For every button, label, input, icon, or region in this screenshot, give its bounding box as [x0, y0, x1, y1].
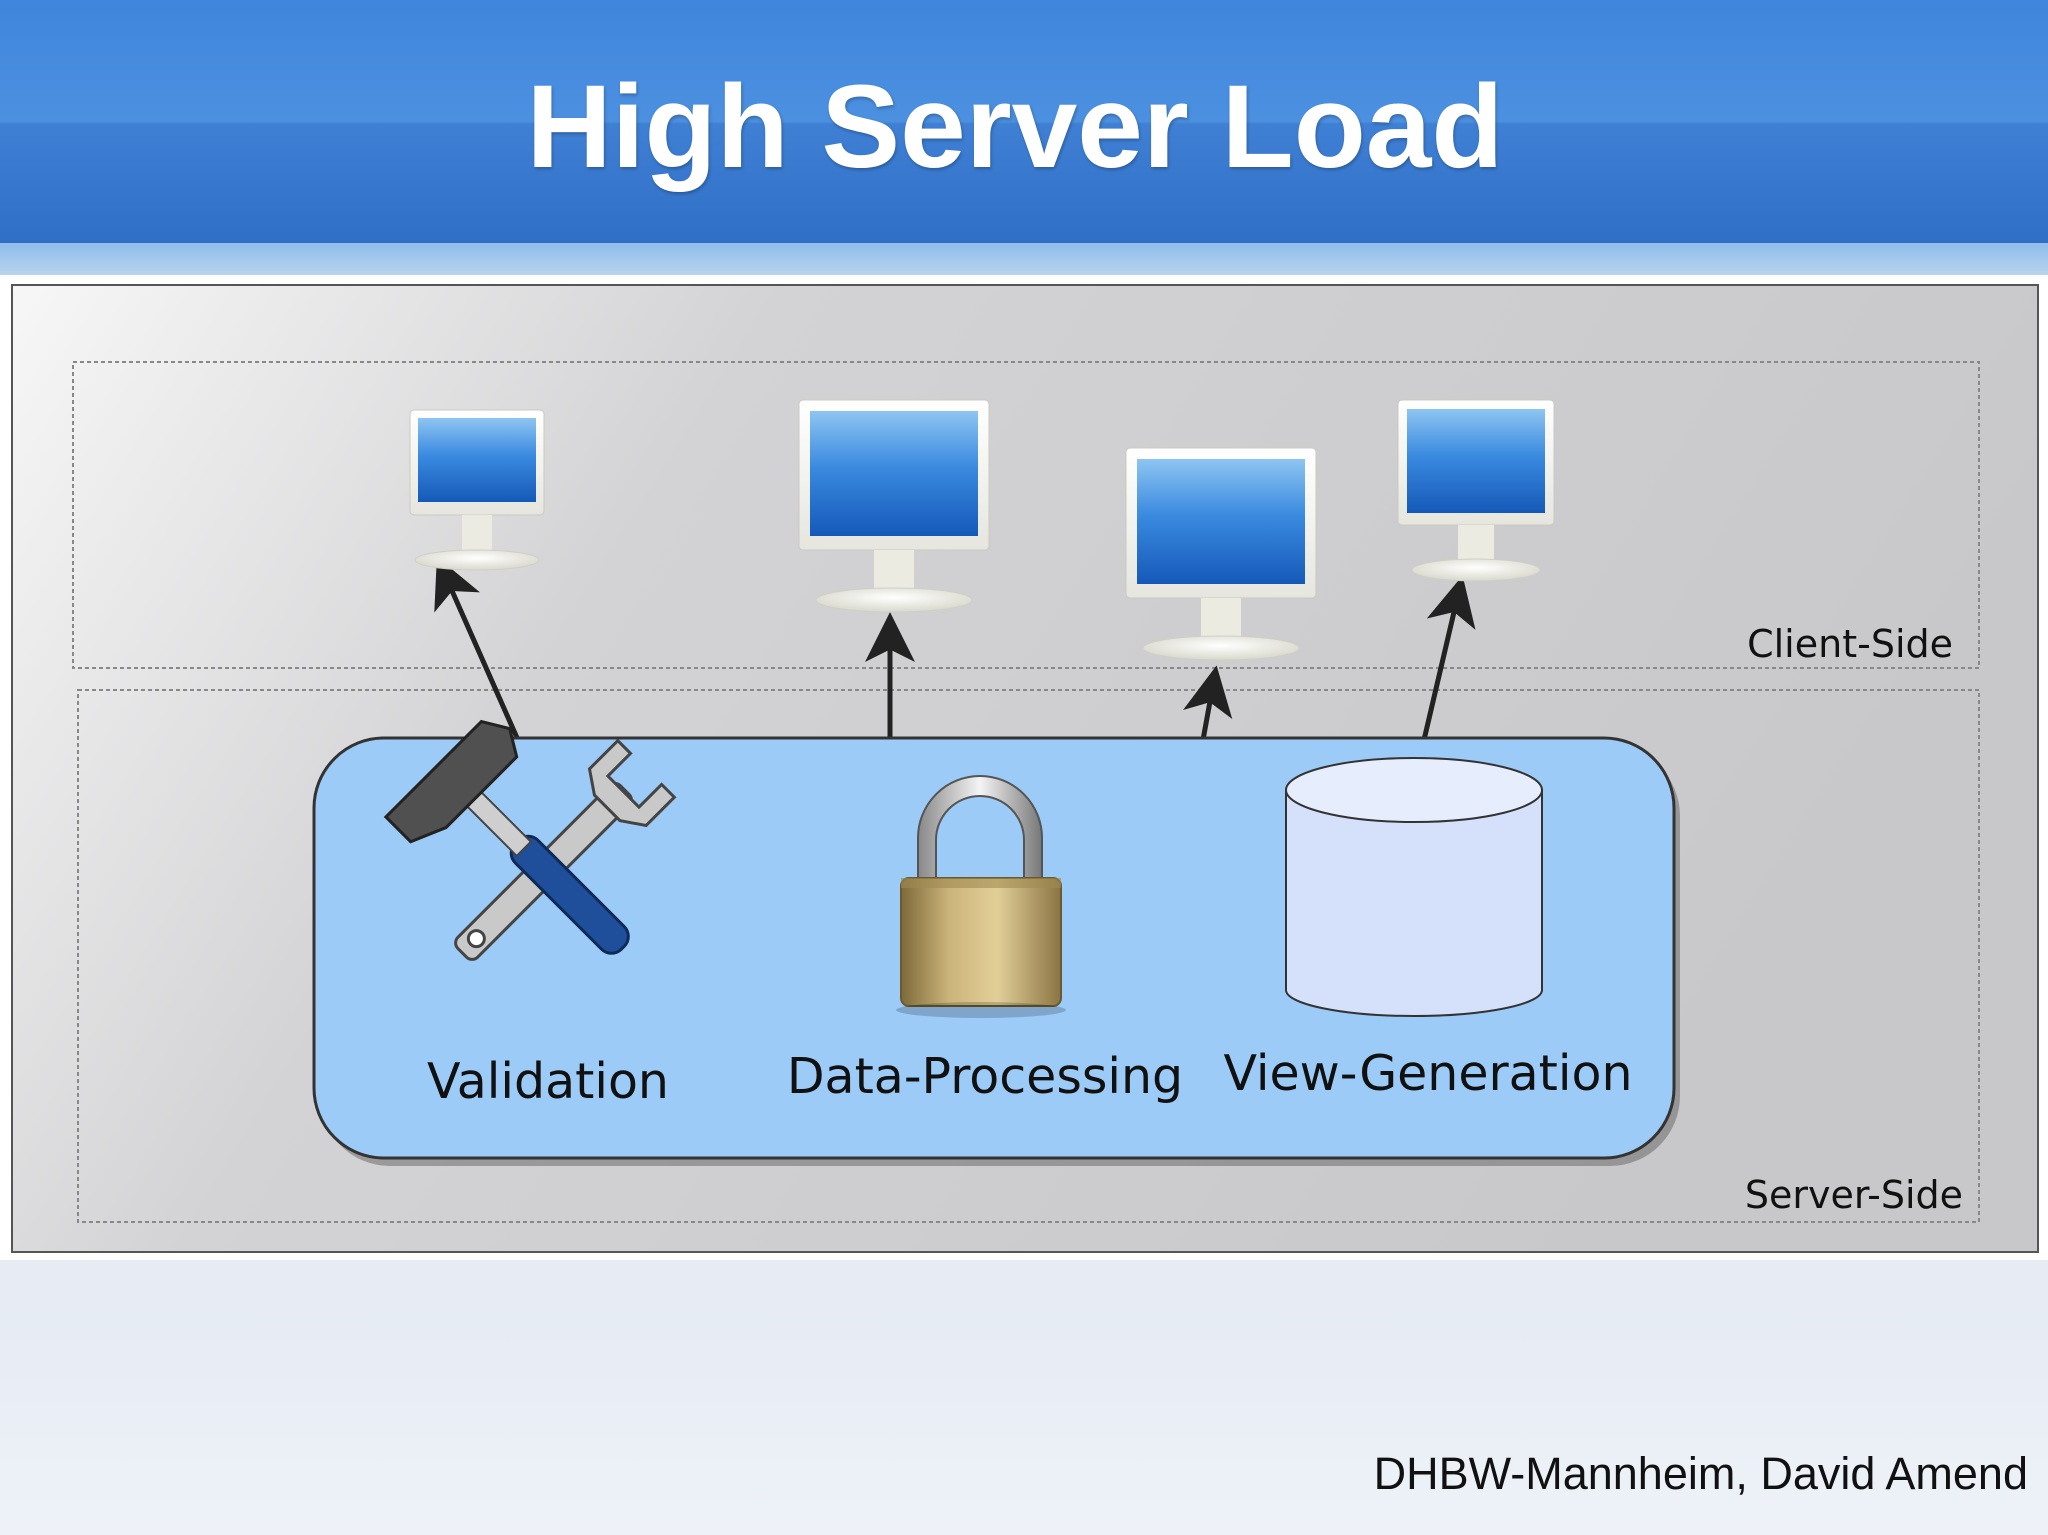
component-label-validation: Validation [427, 1053, 669, 1110]
database-cylinder-icon [1285, 757, 1543, 1017]
request-arrows [434, 556, 1476, 742]
slide-header [0, 0, 2048, 243]
monitor-icon [798, 399, 990, 613]
client-zone [72, 361, 1980, 669]
slide-title: High Server Load [526, 61, 1504, 193]
monitor-icon [409, 409, 545, 571]
tools-icon [383, 719, 677, 961]
client-zone-label: Client-Side [1747, 622, 1953, 666]
component-label-view-generation: View-Generation [1223, 1045, 1632, 1102]
padlock-icon [896, 775, 1066, 1018]
slide-footer: DHBW-Mannheim, David Amend [1373, 1448, 2028, 1499]
header-band [0, 243, 2048, 275]
server-zone-label: Server-Side [1745, 1173, 1963, 1217]
monitor-icon [1397, 399, 1555, 582]
arrow-to-client-4 [1421, 575, 1476, 741]
component-label-data-processing: Data-Processing [787, 1048, 1183, 1105]
server-zone [77, 689, 1980, 1223]
arrow-to-client-3 [1183, 665, 1233, 741]
monitor-icon [1125, 447, 1317, 661]
arrow-to-client-1 [434, 556, 521, 742]
